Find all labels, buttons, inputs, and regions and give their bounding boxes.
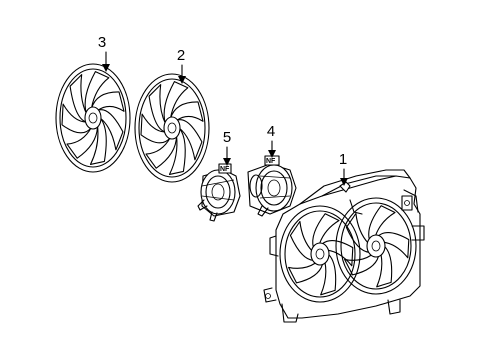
fan-shroud-assembly-1 [263,169,425,323]
fan1a-blades-blade [320,253,337,296]
callout-2-label: 2 [177,47,185,64]
callout-4-label: 4 [267,123,275,140]
callout-1: 1 [339,151,348,186]
fan3-blades-blade [90,91,125,112]
fan3-blades-blade [66,124,99,159]
motor5-tag: NF [220,166,230,173]
callout-4-arrow [268,150,276,158]
callout-3-arrow [102,64,110,72]
fan1b-blades-blade [345,212,370,253]
fan1a-blades-blade [288,262,324,284]
fan3-blades-blade [69,74,88,123]
fan3-blades-blade [96,109,124,151]
fan2-blades-blade [175,119,203,161]
fan2-blades-blade [140,113,171,144]
fan-blade-3 [55,63,131,173]
callout-3: 3 [98,34,110,72]
fan1a-blades-blade [321,240,354,267]
fan2-blades-blade [148,84,167,133]
fan1b-blades-blade [376,245,393,288]
fan2-blades-blade [168,127,186,175]
motor4-tag: NF [266,158,276,165]
fan1a-blades-blade [312,213,340,249]
callout-5-arrow [223,158,231,166]
fan1b-blades-blade [344,254,380,276]
fan-blade-2 [134,73,210,183]
fan-motor-5: NF [197,163,241,222]
callout-2: 2 [177,47,186,84]
fan-motor-4: NF [247,155,297,217]
fan3-blades-blade [89,117,107,165]
callout-4: 4 [267,123,276,158]
callout-3-label: 3 [98,34,106,51]
callout-1-label: 1 [339,151,347,168]
fan3-blades-blade [61,103,92,134]
fan2-blades-blade [169,101,204,122]
callout-5-label: 5 [223,129,231,146]
fan2-blades-blade [163,81,189,125]
callout-1-arrow [340,178,348,186]
fan1b-blades-blade [377,232,410,259]
callout-2-arrow [178,76,186,84]
fan1b-blades-blade [368,205,396,241]
fan3-blades-blade [84,71,110,115]
fan2-blades-blade [145,134,178,169]
callout-5: 5 [223,129,231,166]
fan1a-blades-blade [289,220,314,261]
